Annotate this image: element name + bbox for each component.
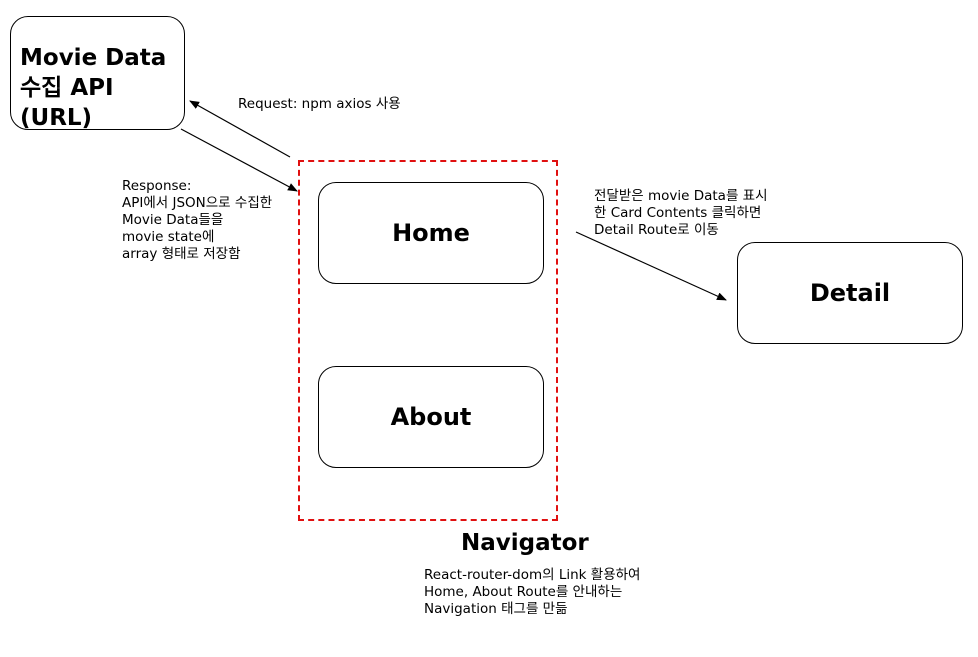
response-note-line: array 형태로 저장함 (122, 246, 241, 262)
detail-route-box[interactable]: Detail (737, 242, 963, 344)
navigator-note-line: Navigation 태그를 만듦 (424, 601, 568, 617)
detail-note-line: 전달받은 movie Data를 표시 (594, 188, 768, 204)
navigator-note-line: React-router-dom의 Link 활용하여 (424, 567, 641, 583)
response-note-line: Response: (122, 178, 192, 194)
home-route-box[interactable]: Home (318, 182, 544, 284)
response-note-line: API에서 JSON으로 수집한 (122, 195, 273, 211)
detail-arrow (575, 231, 727, 301)
response-note-line: Movie Data들을 (122, 212, 224, 228)
request-label: Request: npm axios 사용 (238, 96, 401, 112)
response-arrow (180, 128, 298, 192)
detail-note: 전달받은 movie Data를 표시 한 Card Contents 클릭하면… (594, 188, 768, 239)
navigator-label: Navigator (461, 530, 589, 556)
api-source-title: Movie Data 수집 API (URL) (11, 17, 184, 131)
api-source-box: Movie Data 수집 API (URL) (10, 16, 185, 131)
detail-route-label: Detail (809, 279, 891, 307)
home-route-label: Home (392, 219, 470, 247)
about-route-label: About (390, 403, 472, 431)
api-source-line2: 수집 API (URL) (20, 75, 114, 131)
api-source-line1: Movie Data (20, 45, 167, 71)
navigator-container (298, 160, 558, 521)
about-route-box[interactable]: About (318, 366, 544, 468)
navigator-note-line: Home, About Route를 안내하는 (424, 584, 623, 600)
detail-note-line: 한 Card Contents 클릭하면 (594, 205, 762, 221)
detail-note-line: Detail Route로 이동 (594, 222, 719, 238)
response-note-line: movie state에 (122, 229, 215, 245)
request-arrow (189, 100, 291, 158)
navigator-note: React-router-dom의 Link 활용하여 Home, About … (424, 567, 640, 618)
response-note: Response: API에서 JSON으로 수집한 Movie Data들을 … (122, 178, 272, 263)
